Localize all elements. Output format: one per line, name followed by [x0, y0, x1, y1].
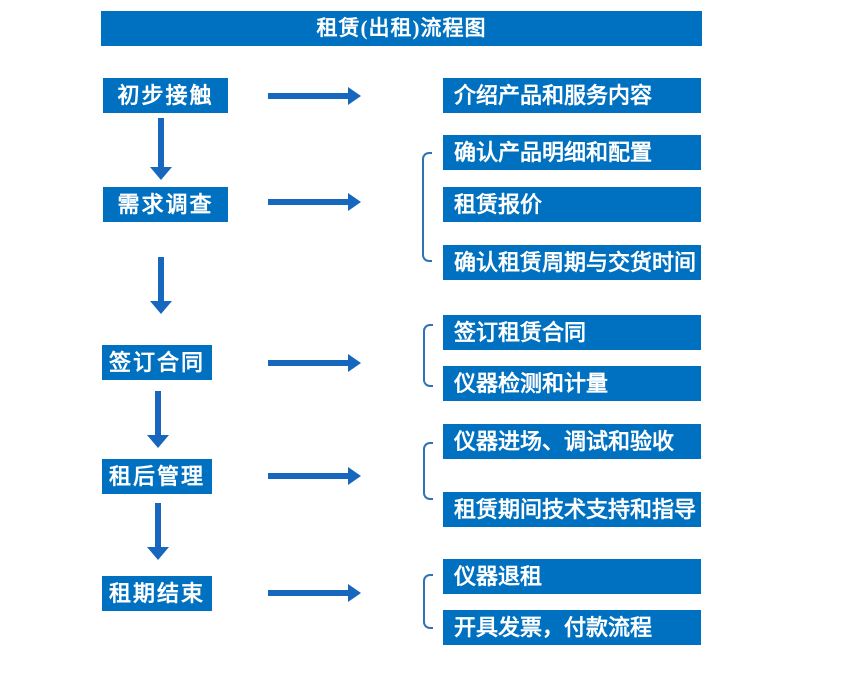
arrow-shaft [158, 118, 164, 167]
right-arrow-1 [268, 87, 361, 105]
group-bracket-rental-end [423, 574, 433, 629]
detail-box-instrument-inspection-calibration: 仪器检测和计量 [443, 366, 701, 401]
down-arrow-4 [147, 503, 169, 560]
arrow-head [348, 193, 361, 211]
arrow-shaft [155, 503, 161, 547]
detail-box-rental-tech-support-guidance: 租赁期间技术支持和指导 [443, 492, 701, 527]
detail-box-confirm-product-details-config: 确认产品明细和配置 [443, 135, 701, 170]
arrow-head [348, 87, 361, 105]
arrow-shaft [268, 93, 348, 99]
arrow-head [150, 301, 172, 314]
stage-box-sign-contract: 签订合同 [102, 345, 212, 380]
stage-box-post-rental-management: 租后管理 [102, 459, 212, 494]
arrow-shaft [155, 391, 161, 435]
right-arrow-3 [268, 354, 361, 372]
down-arrow-3 [147, 391, 169, 448]
detail-box-invoice-payment-process: 开具发票，付款流程 [443, 610, 701, 645]
arrow-shaft [268, 473, 348, 479]
right-arrow-2 [268, 193, 361, 211]
flowchart-title: 租赁(出租)流程图 [101, 11, 702, 46]
arrow-head [348, 354, 361, 372]
arrow-shaft [158, 257, 164, 301]
detail-box-rental-quotation: 租赁报价 [443, 187, 701, 222]
arrow-head [147, 547, 169, 560]
right-arrow-5 [268, 584, 361, 602]
arrow-shaft [268, 199, 348, 205]
arrow-head [348, 584, 361, 602]
detail-box-instrument-return: 仪器退租 [443, 559, 701, 594]
detail-box-introduce-products-services: 介绍产品和服务内容 [443, 78, 701, 113]
group-bracket-sign-contract [423, 324, 433, 387]
arrow-shaft [268, 360, 348, 366]
detail-box-instrument-arrival-debug-acceptance: 仪器进场、调试和验收 [443, 424, 701, 459]
stage-box-initial-contact: 初步接触 [103, 78, 228, 113]
arrow-shaft [268, 590, 348, 596]
group-bracket-demand-survey [422, 152, 432, 262]
right-arrow-4 [268, 467, 361, 485]
detail-box-confirm-rental-period-delivery: 确认租赁周期与交货时间 [443, 245, 701, 280]
arrow-head [348, 467, 361, 485]
stage-box-rental-end: 租期结束 [102, 576, 212, 611]
arrow-head [150, 167, 172, 180]
detail-box-sign-rental-contract: 签订租赁合同 [443, 315, 701, 350]
group-bracket-post-rental [423, 442, 433, 500]
stage-box-demand-survey: 需求调查 [103, 187, 228, 222]
arrow-head [147, 435, 169, 448]
down-arrow-1 [150, 118, 172, 180]
down-arrow-2 [150, 257, 172, 314]
